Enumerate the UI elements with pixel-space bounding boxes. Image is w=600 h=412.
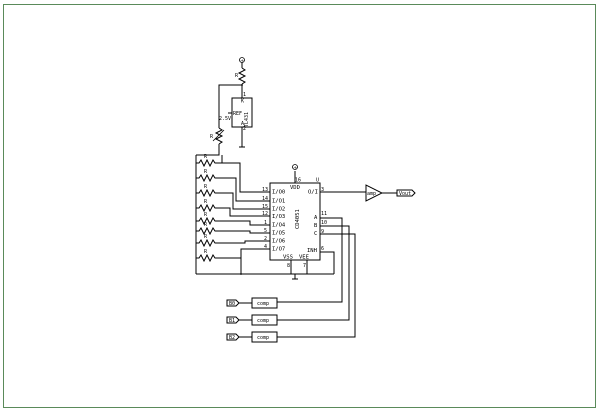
svg-text:comp: comp [257,301,269,307]
svg-text:INH: INH [307,248,317,254]
ladder-r3: R [196,199,222,213]
svg-text:U: U [316,178,319,184]
svg-text:C: C [314,231,317,237]
svg-text:R: R [210,134,214,140]
comp-2: B2 comp [226,331,278,343]
svg-text:Vout: Vout [399,191,411,197]
comp-0: B0 comp [226,297,278,309]
svg-text:I/O0: I/O0 [272,190,285,196]
svg-text:comp: comp [257,335,269,341]
trim-label: 2.5V [219,116,231,122]
svg-text:5: 5 [264,228,267,234]
svg-text:comp: comp [257,318,269,324]
svg-text:amp: amp [367,191,376,197]
svg-text:VSS: VSS [283,255,293,261]
svg-text:10: 10 [321,220,327,226]
svg-text:VEE: VEE [299,255,309,261]
ladder-r4: R [196,212,222,226]
svg-text:R: R [235,73,239,79]
vout-port [396,189,416,197]
comp-1: B1 comp [226,314,278,326]
ladder-r1: R [196,169,222,183]
svg-text:9: 9 [321,229,324,235]
svg-text:12: 12 [262,211,268,217]
cd4051-mux: 13 14 15 12 1 5 2 4 I/O0 I/O1 I/O2 I/O3 … [261,164,327,269]
select-wires [277,217,356,338]
amp-stage: amp Vout [320,184,416,202]
svg-text:R: R [204,199,208,205]
svg-text:14: 14 [262,196,268,202]
svg-text:R: R [204,169,208,175]
svg-text:I/O1: I/O1 [272,199,285,205]
svg-text:I/O3: I/O3 [272,214,285,220]
svg-text:3: 3 [321,187,324,193]
svg-text:1: 1 [264,220,267,226]
svg-text:R: R [204,234,208,240]
svg-text:K: K [241,99,244,105]
svg-text:8: 8 [287,263,290,269]
page-border [3,4,596,408]
svg-text:CD4051: CD4051 [295,209,301,229]
svg-text:B1: B1 [229,318,235,324]
svg-text:I/O7: I/O7 [272,247,285,253]
supply-top: + [239,57,245,68]
svg-text:REF: REF [233,111,242,117]
svg-text:B2: B2 [229,335,235,341]
svg-text:+: + [293,165,297,171]
top-resistor: R [235,67,247,94]
trim-resistor: R [198,127,225,156]
svg-text:B0: B0 [229,301,235,307]
svg-text:16: 16 [295,178,301,184]
svg-text:11: 11 [321,211,327,217]
amp-triangle [365,184,384,202]
svg-text:1: 1 [243,92,246,98]
feedback-wire [218,84,242,128]
tl431-ref: 1 K REF A TL431 2 [231,92,253,148]
svg-text:A: A [241,121,244,127]
ladder-r0: R [196,154,222,168]
ladder-taps [222,162,261,274]
svg-text:I/O6: I/O6 [272,239,285,245]
ladder-r6: R [196,234,222,248]
svg-text:B: B [314,223,318,229]
svg-text:I/O4: I/O4 [272,223,286,229]
svg-text:4: 4 [264,244,267,250]
ladder-r2: R [196,184,222,198]
svg-text:O/I: O/I [308,190,318,196]
svg-text:I/O5: I/O5 [272,231,285,237]
svg-text:R: R [204,154,208,160]
svg-text:R: R [204,249,208,255]
svg-text:6: 6 [321,246,324,252]
svg-text:VDD: VDD [290,185,300,191]
svg-text:R: R [204,222,208,228]
ladder-r5: R [196,222,222,236]
svg-text:2: 2 [264,236,267,242]
mux-ground [241,251,335,280]
svg-text:R: R [204,212,208,218]
svg-text:+: + [240,58,244,64]
resistor-ladder: R R R R R R R R [195,154,242,275]
svg-text:13: 13 [262,187,268,193]
svg-text:7: 7 [303,263,306,269]
svg-text:TL431: TL431 [244,112,250,127]
svg-text:15: 15 [262,204,268,210]
svg-text:A: A [314,215,318,221]
svg-text:I/O2: I/O2 [272,207,285,213]
svg-text:2: 2 [243,126,246,132]
svg-text:R: R [204,184,208,190]
ladder-r7: R [196,249,222,263]
